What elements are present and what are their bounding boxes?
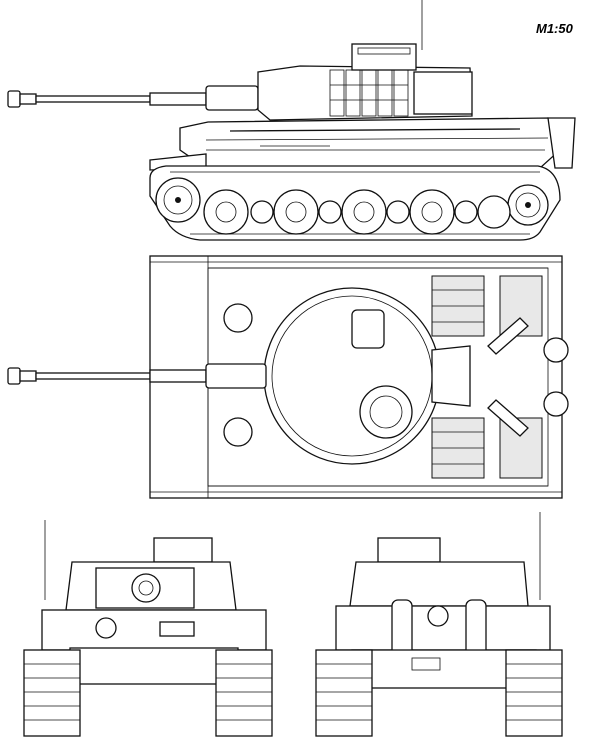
top-rear-cover-2 bbox=[543, 391, 569, 417]
top-rear-cover-1 bbox=[543, 337, 569, 363]
rear-view bbox=[315, 512, 563, 737]
front-hull bbox=[41, 609, 267, 651]
side-road-wheels bbox=[203, 189, 511, 235]
top-turret-bin bbox=[431, 345, 471, 407]
front-glacis bbox=[69, 647, 239, 685]
top-engine-grilles bbox=[431, 275, 543, 479]
rear-tracks bbox=[315, 649, 563, 737]
top-loader-hatch bbox=[351, 309, 385, 349]
top-driver-hatch bbox=[223, 303, 253, 333]
rear-cupola bbox=[377, 537, 441, 563]
side-turret-bin bbox=[413, 71, 473, 115]
side-turret-stowage bbox=[329, 69, 409, 117]
side-barrel-rear bbox=[149, 92, 207, 106]
front-mg-mount bbox=[159, 621, 195, 637]
side-view bbox=[7, 0, 576, 241]
rear-starter-port bbox=[427, 605, 449, 627]
side-mantlet bbox=[205, 85, 259, 111]
front-cupola bbox=[153, 537, 213, 563]
side-gun bbox=[7, 85, 259, 111]
front-tracks bbox=[23, 649, 273, 737]
rear-number-plate bbox=[411, 657, 441, 671]
side-barrel bbox=[35, 95, 151, 103]
top-exhaust-1 bbox=[487, 317, 529, 355]
side-tow-cable bbox=[229, 128, 521, 132]
top-radio-hatch bbox=[223, 417, 253, 447]
top-exhaust-2 bbox=[487, 399, 529, 437]
scale-label: M1:50 bbox=[536, 21, 573, 36]
top-cupola bbox=[359, 385, 413, 439]
front-gun-muzzle bbox=[131, 573, 161, 603]
top-gun bbox=[7, 363, 267, 389]
side-cupola-ring bbox=[357, 47, 411, 55]
top-track-left bbox=[150, 261, 562, 493]
front-driver-visor bbox=[95, 617, 117, 639]
rear-turret-bin bbox=[349, 561, 529, 607]
side-idler bbox=[507, 184, 549, 226]
top-view bbox=[7, 255, 569, 499]
side-muzzle-brake bbox=[7, 90, 21, 108]
side-drive-sprocket bbox=[155, 177, 201, 223]
front-view bbox=[23, 520, 273, 737]
side-rear-bin bbox=[547, 117, 576, 169]
side-muzzle-brake-2 bbox=[19, 93, 37, 105]
side-hull bbox=[179, 117, 561, 169]
